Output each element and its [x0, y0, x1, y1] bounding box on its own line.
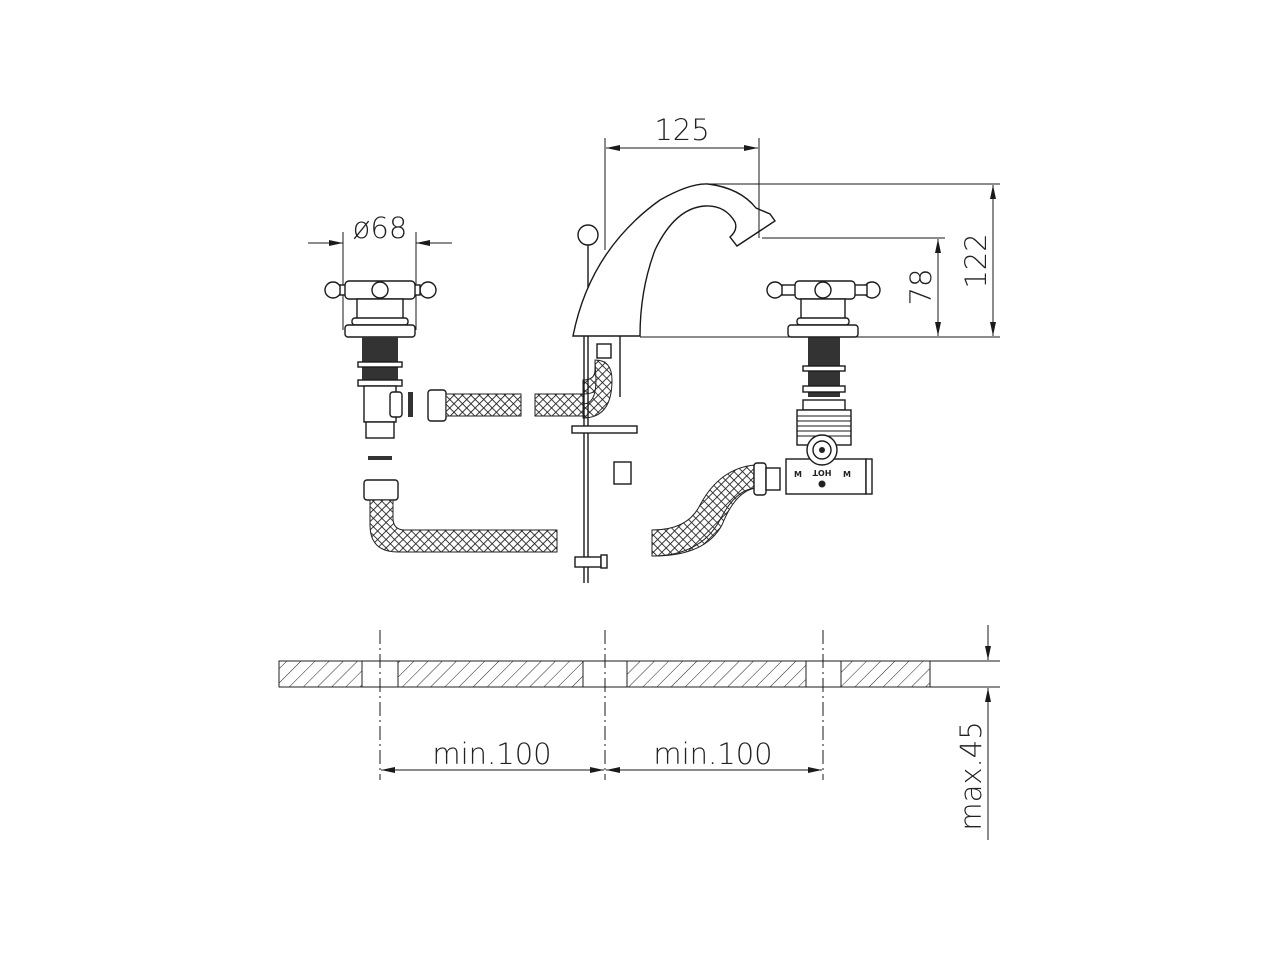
hole-spacing-right-label: min.100 [653, 737, 772, 771]
max-deck-thickness-label: max.45 [954, 721, 988, 830]
hose-nut [363, 479, 399, 501]
spout-height-label: 78 [904, 269, 938, 306]
right-hot-valve: HOT M M [766, 280, 881, 495]
handle-diameter-label: ø68 [353, 211, 408, 245]
spout-reach-label: 125 [654, 113, 709, 147]
hose-nut [427, 389, 447, 422]
hole-spacing-left-label: min.100 [432, 737, 551, 771]
flexible-hoses [363, 343, 781, 557]
m-mark-left: M [794, 470, 802, 479]
spout [571, 183, 776, 583]
left-cold-valve: ø68 [308, 211, 452, 460]
hot-label: HOT [812, 468, 831, 477]
m-mark-right: M [843, 470, 851, 479]
deck-section: min.100 min.100 max.45 [278, 625, 1000, 840]
cross-handle [324, 280, 437, 338]
total-height-label: 122 [959, 233, 993, 288]
spout-dimensions: 125 122 78 [604, 113, 1000, 338]
